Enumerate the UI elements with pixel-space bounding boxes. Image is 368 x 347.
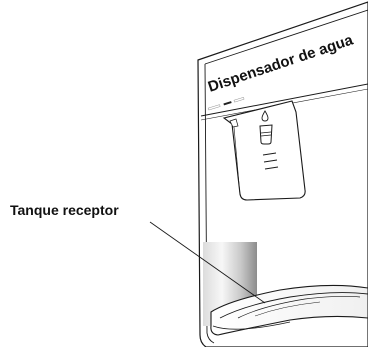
- water-drop-icon: [261, 110, 269, 122]
- dispenser-control-panel: [222, 100, 306, 201]
- callout-leader-line: [149, 221, 266, 304]
- lever-lines-icon: [262, 152, 279, 170]
- drip-tray: [210, 284, 368, 336]
- tiny-label-strip: [207, 97, 245, 111]
- callout-label: Tanque receptor: [10, 202, 119, 218]
- glass-icon: [259, 124, 273, 145]
